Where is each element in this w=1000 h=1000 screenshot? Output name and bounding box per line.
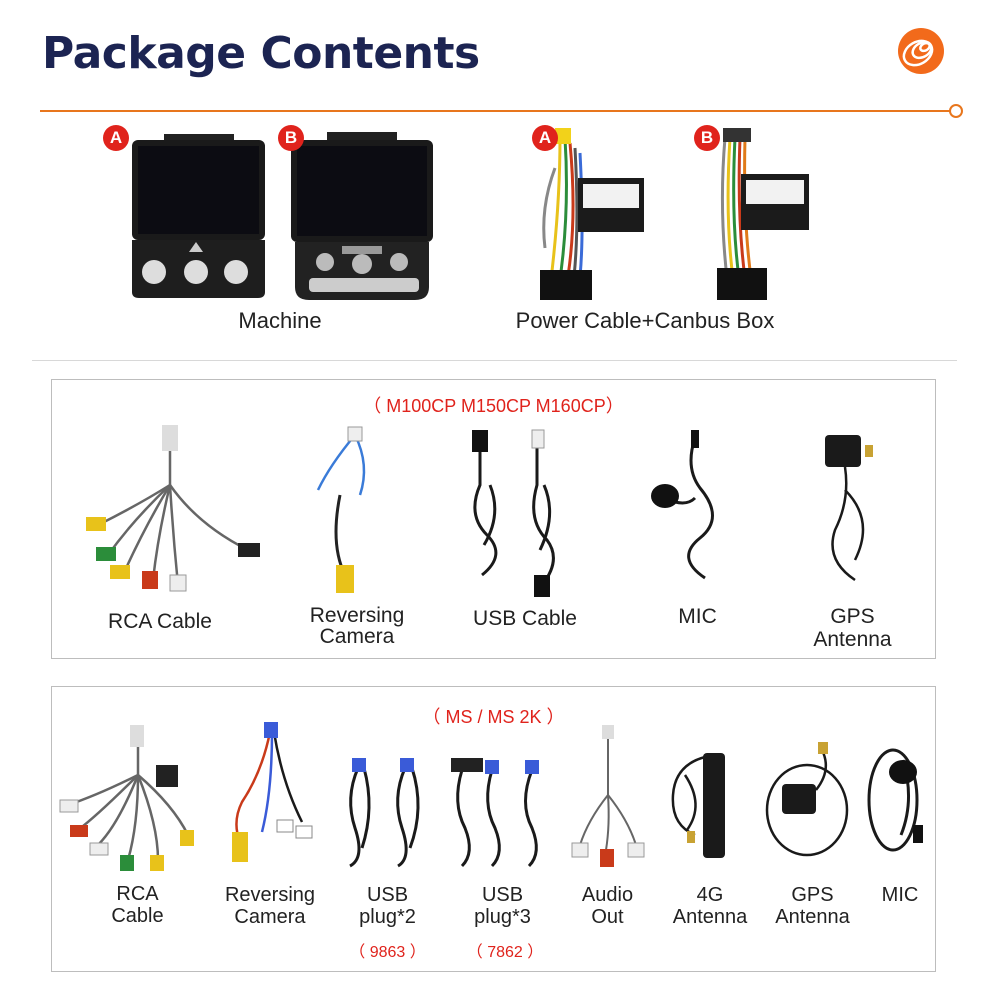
power-cable-a-badge: A xyxy=(532,125,558,151)
machine-b-image xyxy=(291,132,433,300)
rca-cable-icon xyxy=(86,425,260,592)
accessory-box-ms-series: （ MS / MS 2K ） xyxy=(51,686,936,972)
4g-antenna-label-2: Antenna xyxy=(672,906,748,928)
machine-a-badge: A xyxy=(103,125,129,151)
gps-antenna-ms-label-2: Antenna xyxy=(775,906,850,928)
usb-plug-2-label-1: USB xyxy=(366,884,409,906)
audio-out-label-1: Audio xyxy=(581,884,634,906)
header-rule xyxy=(40,110,955,112)
machine-caption: Machine xyxy=(238,308,322,333)
reversing-camera-label-1: Reversing xyxy=(309,604,405,627)
usb-plug-2-icon xyxy=(349,758,420,868)
brand-logo-icon xyxy=(898,28,944,74)
reversing-camera-ms-label-1: Reversing xyxy=(224,884,316,906)
reversing-camera-cable-icon xyxy=(316,426,366,593)
microphone-icon xyxy=(651,430,714,580)
usb-cable-label: USB Cable xyxy=(473,607,577,630)
audio-out-cable-icon xyxy=(571,725,645,867)
power-cable-caption: Power Cable+Canbus Box xyxy=(515,308,775,333)
rca-cable-label: RCA Cable xyxy=(108,610,212,633)
power-cable-a-image xyxy=(540,128,644,300)
reversing-camera-ms-label-2: Camera xyxy=(234,906,306,928)
usb-cable-icon xyxy=(472,429,555,597)
mic-label: MIC xyxy=(678,605,717,628)
gps-antenna-ms-icon xyxy=(765,742,849,857)
usb-plug-3-icon xyxy=(451,758,539,868)
box-ms-series-title: （ MS / MS 2K ） xyxy=(422,707,565,727)
rca-cable-ms-label-1: RCA xyxy=(116,883,159,905)
rca-cable-ms-icon xyxy=(59,725,194,871)
usb-plug-2-label-2: plug*2 xyxy=(359,906,416,928)
rca-cable-ms-label-2: Cable xyxy=(111,905,164,927)
microphone-ms-icon xyxy=(867,748,923,852)
usb-plug-3-label-1: USB xyxy=(481,884,524,906)
machine-b-badge: B xyxy=(278,125,304,151)
reversing-camera-label-2: Camera xyxy=(319,625,395,648)
page-title: Package Contents xyxy=(42,28,480,79)
gps-antenna-label-2: Antenna xyxy=(813,628,892,651)
4g-antenna-label-1: 4G xyxy=(696,884,724,906)
audio-out-label-2: Out xyxy=(591,906,624,928)
gps-antenna-ms-label-1: GPS xyxy=(791,884,834,906)
usb-plug-2-code: （ 9863 ） xyxy=(349,944,426,961)
power-cable-b-badge: B xyxy=(694,125,720,151)
mic-ms-label: MIC xyxy=(881,884,919,906)
header-rule-end-dot xyxy=(949,104,963,118)
gps-antenna-icon xyxy=(825,435,873,582)
usb-plug-3-label-2: plug*3 xyxy=(474,906,531,928)
reversing-camera-ms-icon xyxy=(232,722,313,862)
usb-plug-3-code: （ 7862 ） xyxy=(466,944,544,961)
4g-antenna-icon xyxy=(671,753,725,858)
power-cable-b-image xyxy=(717,128,809,300)
section-divider xyxy=(32,360,957,361)
box-m-series-title: （ M100CP M150CP M160CP） xyxy=(363,396,624,416)
gps-antenna-label-1: GPS xyxy=(830,605,875,628)
machine-a-image xyxy=(132,134,265,298)
